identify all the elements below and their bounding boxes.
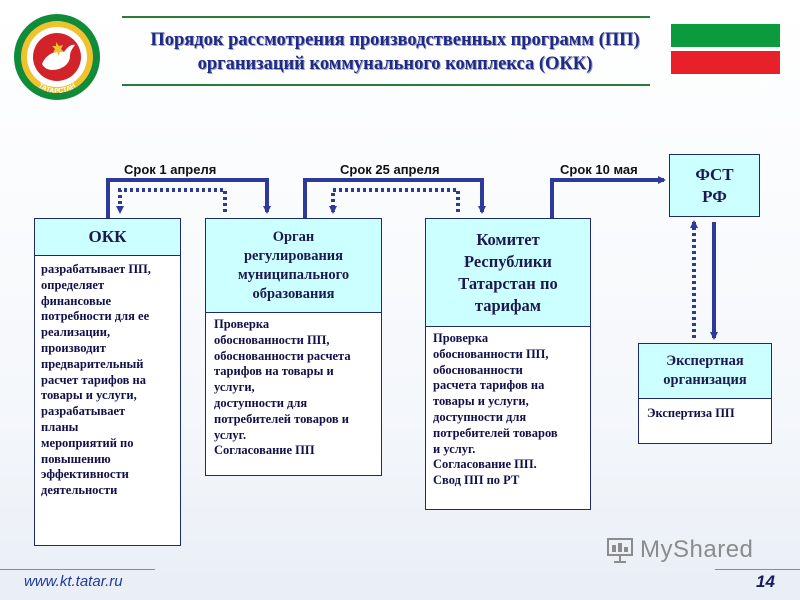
title-rule-top: [122, 16, 650, 18]
tatarstan-emblem: ТАТАРСТАН: [12, 12, 102, 102]
page-title: Порядок рассмотрения производственных пр…: [100, 28, 690, 76]
tatarstan-flag: [671, 24, 780, 74]
page-number: 14: [756, 572, 775, 591]
watermark: MyShared: [606, 536, 753, 564]
arrow-committee-to-fst: [550, 176, 666, 218]
fst-header: ФСТ РФ: [670, 155, 759, 216]
committee-body: Проверка обоснованности ПП, обоснованнос…: [433, 331, 558, 488]
organ-header-text: Орган регулирования муниципального образ…: [237, 228, 350, 302]
title-rule-bottom: [122, 84, 650, 86]
committee-header: Комитет Республики Татарстан по тарифам: [426, 219, 590, 327]
arrow-committee-return: [329, 188, 460, 214]
okk-box: ОКК разрабатывает ПП, определяет финансо…: [34, 218, 181, 546]
committee-box: Комитет Республики Татарстан по тарифам …: [425, 218, 591, 510]
organ-box: Орган регулирования муниципального образ…: [205, 218, 382, 476]
footer-rule-right: [715, 569, 800, 570]
title-line-1: Порядок рассмотрения производственных пр…: [150, 30, 640, 50]
expert-box: Экспертная организация Экспертиза ПП: [638, 343, 772, 444]
arrow-organ-return: [116, 188, 227, 214]
okk-header-text: ОКК: [88, 227, 127, 246]
okk-body: разрабатывает ПП, определяет финансовые …: [41, 262, 151, 498]
deadline-2-label: Срок 25 апреля: [340, 162, 440, 177]
okk-header: ОКК: [35, 219, 180, 256]
organ-header: Орган регулирования муниципального образ…: [206, 219, 381, 313]
arrow-okk-to-organ: [106, 178, 271, 218]
watermark-text: MyShared: [640, 536, 754, 563]
deadline-3-label: Срок 10 мая: [560, 162, 638, 177]
arrow-organ-to-committee: [303, 178, 486, 218]
expert-header: Экспертная организация: [639, 344, 771, 399]
title-line-2: организаций коммунального комплекса (ОКК…: [197, 54, 593, 74]
organ-body: Проверка обоснованности ПП, обоснованнос…: [214, 317, 351, 458]
footer-url[interactable]: www.kt.tatar.ru: [24, 573, 123, 590]
presentation-icon: [607, 538, 633, 563]
footer-rule-left: [0, 569, 155, 570]
expert-header-text: Экспертная организация: [663, 353, 747, 388]
deadline-1-label: Срок 1 апреля: [124, 162, 217, 177]
fst-box: ФСТ РФ: [669, 154, 760, 217]
expert-body: Экспертиза ПП: [647, 406, 735, 420]
fst-header-text: ФСТ РФ: [695, 164, 734, 206]
committee-header-text: Комитет Республики Татарстан по тарифам: [458, 229, 558, 315]
